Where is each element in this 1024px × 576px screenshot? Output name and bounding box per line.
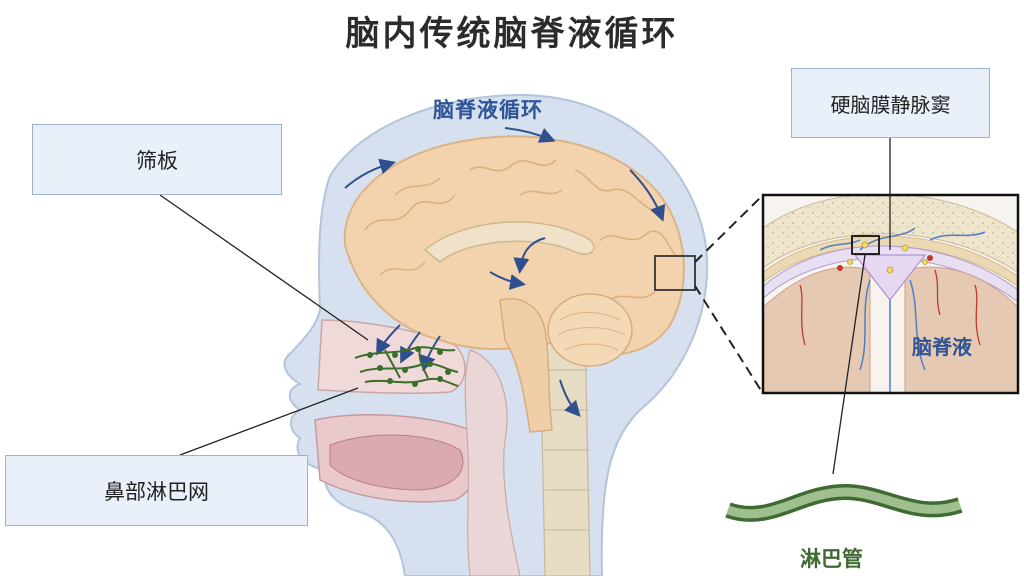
dural-sinus-inset: [740, 194, 1024, 393]
csf-label: 脑脊液: [912, 331, 972, 360]
dural-sinus-label-box: 硬脑膜静脉窦: [791, 68, 990, 138]
lymph-vessel-label: 淋巴管: [800, 543, 863, 573]
cerebellum: [548, 294, 632, 366]
nasal-lymph-label-box: 鼻部淋巴网: [5, 455, 308, 526]
csf-circulation-label: 脑脊液循环: [433, 94, 543, 124]
ethmoid-label-box: 筛板: [32, 124, 282, 195]
